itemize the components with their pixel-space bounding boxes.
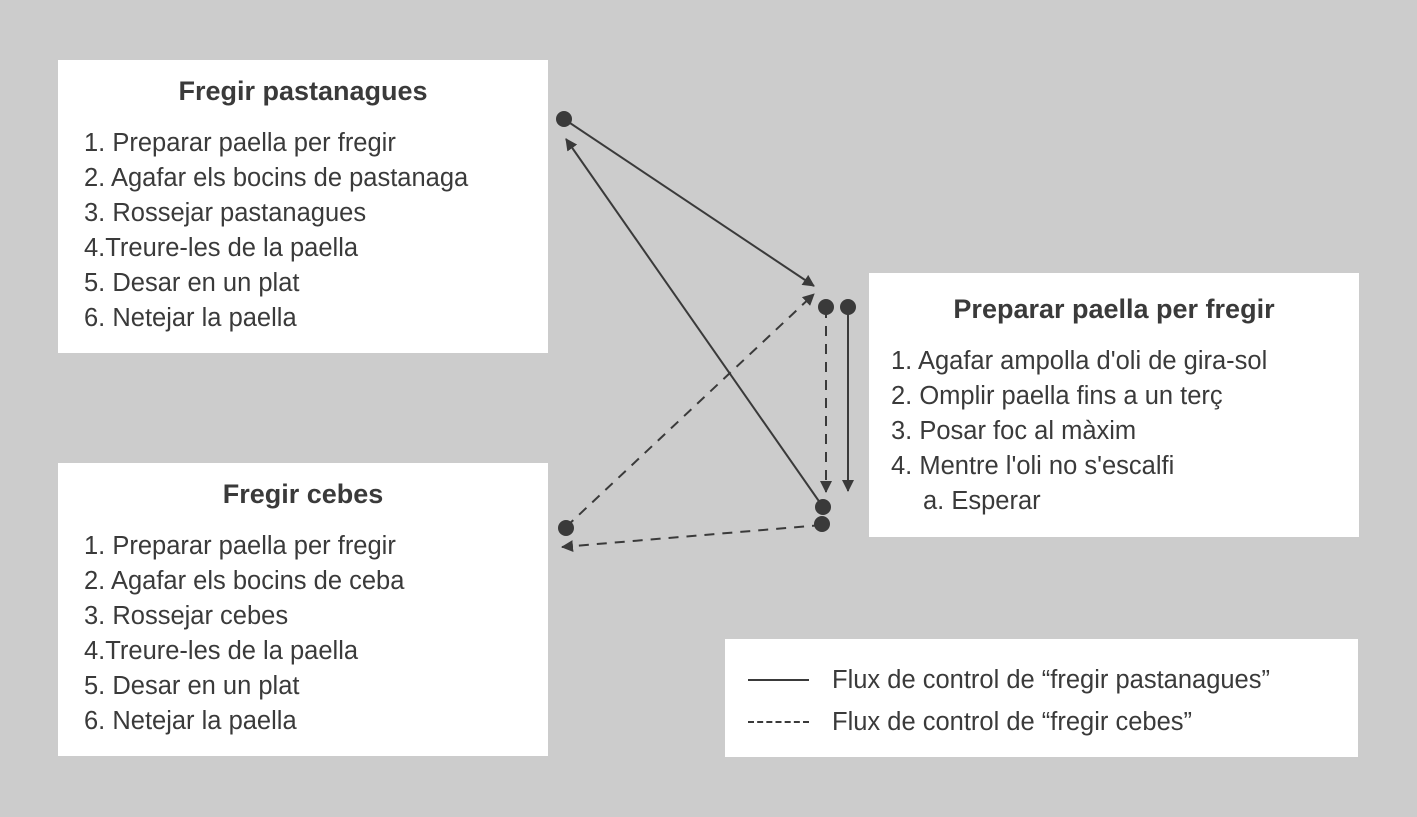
legend: Flux de control de “fregir pastanagues” …: [725, 639, 1358, 757]
step-item: 6. Netejar la paella: [84, 304, 297, 332]
step-item: 3. Posar foc al màxim: [891, 417, 1137, 445]
legend-label: Flux de control de “fregir pastanagues”: [832, 666, 1270, 694]
step-item: 3. Rossejar pastanagues: [84, 199, 367, 227]
legend-row-solid: Flux de control de “fregir pastanagues”: [725, 660, 1358, 700]
step-item: 5. Desar en un plat: [84, 269, 300, 297]
step-item: 2. Agafar els bocins de ceba: [84, 567, 405, 595]
dashed-line-swatch: [748, 721, 809, 723]
box-title: Fregir cebes: [222, 479, 384, 509]
step-item: 1. Agafar ampolla d'oli de gira-sol: [891, 347, 1268, 375]
connector-dot: [814, 516, 830, 532]
connector-dot: [556, 111, 572, 127]
step-item: 3. Rossejar cebes: [84, 602, 289, 630]
connector-dot: [558, 520, 574, 536]
box-preparar-paella: Preparar paella per fregir 1. Agafar amp…: [869, 273, 1359, 537]
connector-dot: [815, 499, 831, 515]
box-fregir-cebes: Fregir cebes 1. Preparar paella per freg…: [58, 463, 548, 756]
step-list: 1. Preparar paella per fregir 2. Agafar …: [84, 126, 548, 336]
substep-item: a. Esperar: [923, 487, 1041, 515]
step-item: 4.Treure-les de la paella: [84, 234, 359, 262]
step-list: 1. Agafar ampolla d'oli de gira-sol 2. O…: [891, 344, 1359, 519]
box-title: Preparar paella per fregir: [953, 294, 1275, 324]
box-title: Fregir pastanagues: [178, 76, 428, 106]
legend-row-dashed: Flux de control de “fregir cebes”: [725, 702, 1358, 742]
step-item: 1. Preparar paella per fregir: [84, 532, 396, 560]
step-list: 1. Preparar paella per fregir 2. Agafar …: [84, 529, 548, 739]
dashed-arrow-return: [561, 524, 823, 553]
box-fregir-pastanagues: Fregir pastanagues 1. Preparar paella pe…: [58, 60, 548, 353]
step-item: 4. Mentre l'oli no s'escalfi: [891, 452, 1175, 480]
solid-line-swatch: [748, 679, 809, 681]
step-item: 4.Treure-les de la paella: [84, 637, 359, 665]
dashed-arrow-call-prepare: [565, 293, 815, 528]
step-item: 5. Desar en un plat: [84, 672, 300, 700]
solid-arrow-return: [565, 138, 824, 508]
step-item: 1. Preparar paella per fregir: [84, 129, 396, 157]
step-item: 2. Omplir paella fins a un terç: [891, 382, 1223, 410]
step-item: 2. Agafar els bocins de pastanaga: [84, 164, 469, 192]
solid-arrow-call-prepare: [563, 118, 815, 287]
connector-dot: [818, 299, 834, 315]
legend-label: Flux de control de “fregir cebes”: [832, 708, 1192, 736]
step-item: 6. Netejar la paella: [84, 707, 297, 735]
connector-dot: [840, 299, 856, 315]
